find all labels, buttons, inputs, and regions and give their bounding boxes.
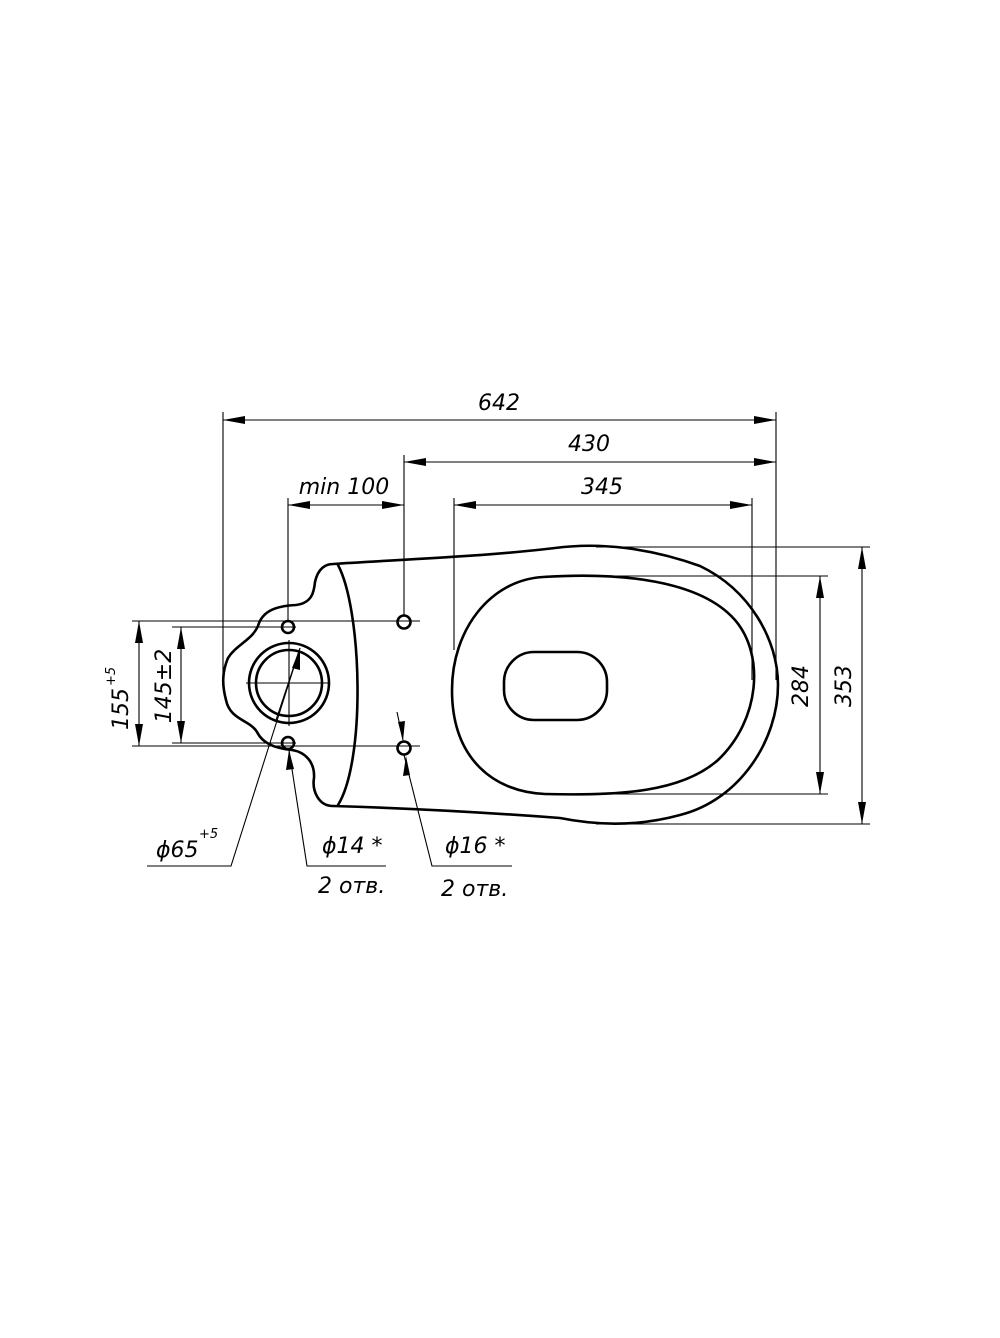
dimension-labels: 642 430 345 min 100 353 284 145±2 155 +5… [104, 391, 857, 902]
bowl-rim [450, 574, 756, 796]
hole-large-top [396, 614, 412, 630]
dim-284-label: 284 [789, 665, 814, 707]
dim-145-label: 145±2 [152, 649, 177, 723]
drain-opening [502, 650, 609, 722]
dimension-lines [132, 412, 870, 867]
body-outer-contour [221, 544, 780, 825]
dim-155-tolerance: +5 [104, 667, 119, 686]
dim-642-label: 642 [478, 391, 520, 416]
toilet-outline [221, 544, 780, 825]
dim-155-label: 155 [109, 688, 134, 730]
dim-min100-label: min 100 [299, 475, 389, 500]
outlet-diameter-tolerance: +5 [199, 827, 218, 842]
small-hole-count: 2 отв. [318, 874, 385, 899]
large-hole-label: ϕ16 * [445, 834, 506, 859]
dim-345-label: 345 [581, 475, 623, 500]
dim-353-label: 353 [832, 665, 857, 707]
large-hole-count: 2 отв. [441, 877, 508, 902]
outlet-diameter-label: ϕ65 [156, 838, 199, 863]
hole-large-bottom [396, 740, 412, 756]
small-hole-label: ϕ14 * [322, 834, 383, 859]
dim-430-label: 430 [568, 432, 610, 457]
tank-seat-edge [336, 563, 359, 807]
